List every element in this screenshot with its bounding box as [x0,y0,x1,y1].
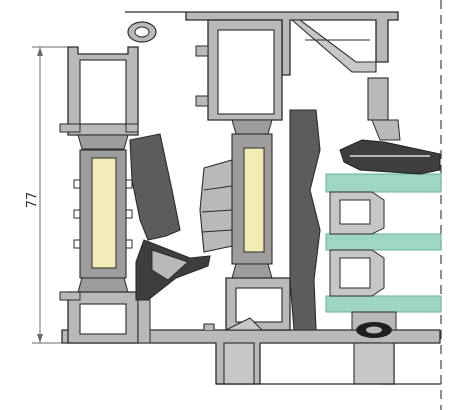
dimension-77: 77 [25,46,68,344]
dimension-label: 77 [25,192,40,209]
glazing-unit [325,173,442,313]
sash-side-gasket [289,109,321,331]
outer-glazing-gasket [339,119,441,175]
sash-profile [195,19,291,331]
central-gasket [129,133,211,301]
sash-bottom-detail [137,299,264,344]
outer-frame-left [59,46,139,344]
glazing-wedge [199,159,233,253]
frame-profile [61,323,441,385]
bottom-glazing-gasket [351,311,397,338]
